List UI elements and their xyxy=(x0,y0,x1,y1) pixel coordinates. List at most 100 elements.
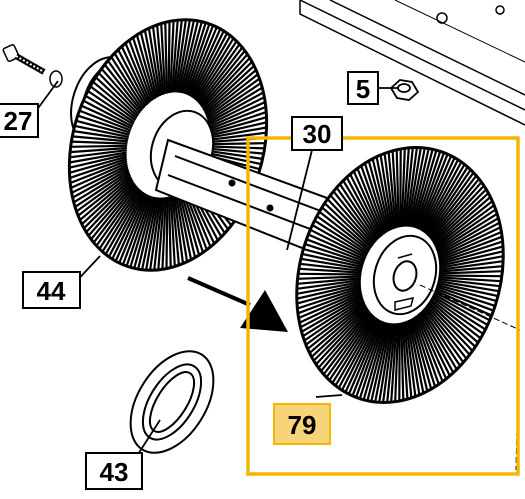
bristle xyxy=(128,39,153,102)
bristle xyxy=(296,282,362,300)
bristle xyxy=(436,281,499,298)
housing-plate xyxy=(299,0,525,126)
bristle xyxy=(437,221,501,257)
bristle xyxy=(316,215,370,254)
seal-43 xyxy=(129,350,215,454)
bristle xyxy=(427,171,475,237)
bristle xyxy=(395,149,400,228)
bristle xyxy=(432,192,490,245)
bristle xyxy=(71,164,128,194)
bristle xyxy=(110,56,146,109)
bristle xyxy=(345,176,381,239)
callout-27-label: 27 xyxy=(4,106,33,136)
bristle xyxy=(383,153,396,229)
bristle xyxy=(177,20,195,93)
bristle xyxy=(188,28,222,97)
screw-27 xyxy=(2,44,63,88)
bristle xyxy=(371,158,391,232)
bristle xyxy=(425,169,472,236)
bristle xyxy=(382,323,395,403)
bristle xyxy=(197,43,241,104)
bristle xyxy=(421,159,459,232)
callout-79-label: 79 xyxy=(288,410,317,440)
bristle xyxy=(107,191,145,258)
bristle xyxy=(160,23,167,95)
bristle xyxy=(367,160,390,232)
bristle xyxy=(104,190,143,255)
bristle xyxy=(133,196,155,269)
bristle xyxy=(157,197,165,270)
bristle xyxy=(72,166,129,199)
bristle xyxy=(95,186,139,247)
bristle xyxy=(98,187,141,250)
bristle xyxy=(379,154,394,230)
callout-44[interactable]: 44 xyxy=(22,271,81,309)
bristle xyxy=(328,314,375,381)
bristle xyxy=(326,198,374,247)
bristle xyxy=(107,59,144,111)
bristle xyxy=(304,243,365,265)
bristle xyxy=(303,298,365,342)
bristle xyxy=(209,131,267,141)
bristle xyxy=(147,28,162,97)
bristle xyxy=(103,63,143,112)
bristle xyxy=(412,317,437,388)
bristle xyxy=(334,316,377,387)
bristle xyxy=(298,267,362,274)
bristle xyxy=(198,46,244,105)
bristle xyxy=(101,189,142,253)
bristle xyxy=(347,319,382,395)
callout-30[interactable]: 30 xyxy=(291,116,343,151)
bristle xyxy=(182,22,207,94)
bristle xyxy=(156,24,165,95)
bristle xyxy=(176,19,191,93)
bristle xyxy=(89,85,137,122)
callout-27[interactable]: 27 xyxy=(0,103,39,138)
bristle xyxy=(362,322,388,401)
bristle xyxy=(321,206,372,251)
bristle xyxy=(360,165,387,234)
bristle xyxy=(194,37,235,101)
bristle xyxy=(153,197,164,271)
bristle xyxy=(169,20,175,93)
callout-43[interactable]: 43 xyxy=(85,452,143,490)
bristle xyxy=(435,204,495,250)
callout-5[interactable]: 5 xyxy=(347,71,379,105)
bristle xyxy=(436,212,498,253)
bristle xyxy=(386,323,397,403)
bristle xyxy=(427,301,477,348)
bristle xyxy=(417,312,451,377)
bristle xyxy=(209,121,267,137)
bristle xyxy=(366,322,389,401)
bristle xyxy=(208,142,266,146)
bristle xyxy=(390,323,398,403)
bristle xyxy=(430,181,483,241)
bristle xyxy=(431,294,486,331)
callout-79[interactable]: 79 xyxy=(273,403,331,445)
bristle xyxy=(120,45,150,105)
bristle xyxy=(423,307,465,364)
bristle xyxy=(209,116,267,135)
bristle xyxy=(429,298,482,340)
bristle xyxy=(100,67,141,114)
bristle xyxy=(404,321,417,397)
bristle xyxy=(145,197,160,271)
bristle xyxy=(311,224,368,258)
bristle xyxy=(79,175,132,221)
bristle xyxy=(208,111,267,133)
bristle xyxy=(338,183,379,242)
bristle xyxy=(165,196,169,269)
bristle xyxy=(433,196,492,247)
bristle xyxy=(433,291,491,322)
bristle xyxy=(437,226,502,258)
bristle xyxy=(409,318,429,392)
bristle xyxy=(200,53,249,108)
bristle xyxy=(322,312,372,375)
bristle xyxy=(204,69,257,115)
bristle xyxy=(310,305,368,358)
bristle xyxy=(135,34,157,100)
bristle xyxy=(176,192,193,260)
bristle xyxy=(341,318,379,391)
bristle xyxy=(174,19,187,93)
